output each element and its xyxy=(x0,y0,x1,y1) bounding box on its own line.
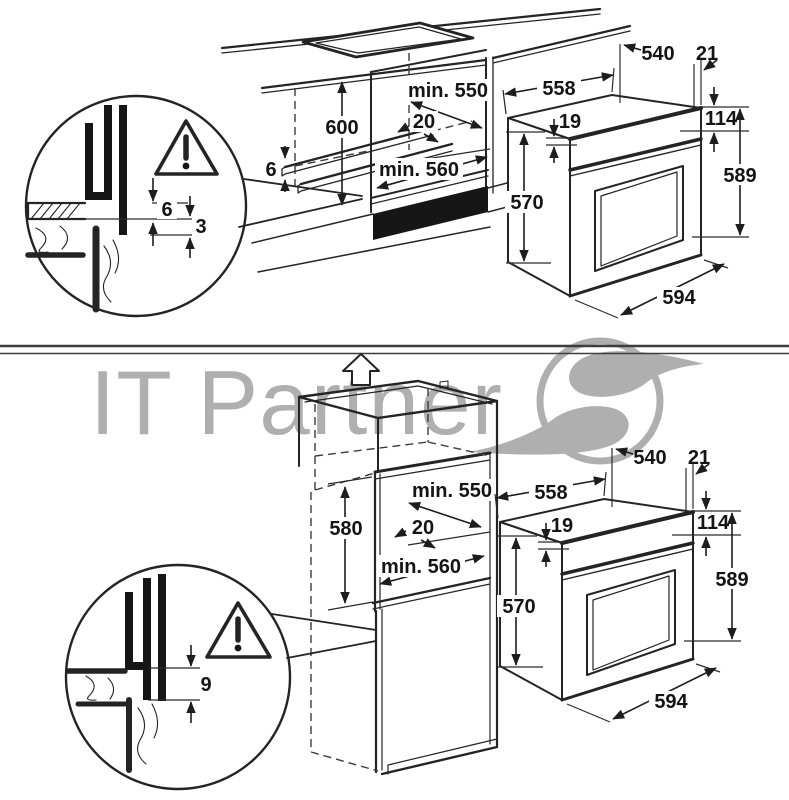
up-arrow-icon xyxy=(342,353,380,386)
tall-cabinet-drawing xyxy=(297,353,499,776)
wood-grain-texture xyxy=(35,225,120,303)
dim-callout-gap: 9 xyxy=(200,674,211,696)
watermark-text: IT Partner xyxy=(90,353,503,454)
dim-oven-top-width: 558 xyxy=(542,78,575,100)
detail-callout-top: 6 3 xyxy=(24,94,363,318)
bottom-diagram: 580 min. 550 20 min. 560 xyxy=(64,353,753,791)
dim-rear-gap: 20 xyxy=(413,111,435,133)
dim-niche-height: 600 xyxy=(325,117,358,139)
watermark: IT Partner xyxy=(90,337,704,465)
dim-oven-rear-offset: 21 xyxy=(688,447,710,469)
hob-cutout xyxy=(301,21,475,59)
dim-oven-top-depth: 540 xyxy=(641,43,674,65)
dim-depth-min: min. 550 xyxy=(412,480,492,502)
dim-base-depth-min: min. 560 xyxy=(381,556,461,578)
plinth-strip xyxy=(373,186,488,240)
dim-oven-rear-offset: 21 xyxy=(696,43,718,65)
top-diagram: 600 6 min. 550 20 min. 560 xyxy=(24,7,761,318)
dim-oven-body-height: 570 xyxy=(502,596,535,618)
oven-top: 558 540 21 19 114 589 570 594 xyxy=(503,43,761,318)
dim-base-depth-min: min. 560 xyxy=(379,159,459,181)
worktop-drawing xyxy=(220,7,632,94)
dim-callout-gap-lower: 3 xyxy=(195,216,206,238)
top-cabinet-dimensions: 600 6 min. 550 20 min. 560 xyxy=(265,79,492,206)
dim-oven-total-height: 589 xyxy=(715,569,748,591)
dim-oven-front-width: 594 xyxy=(654,691,688,713)
dim-oven-top-depth: 540 xyxy=(633,447,666,469)
dim-oven-total-height: 589 xyxy=(723,165,756,187)
swirl-logo-icon xyxy=(468,337,704,465)
dim-callout-gap-upper: 6 xyxy=(161,199,172,221)
dim-oven-panel-height: 114 xyxy=(697,512,730,534)
dim-depth-min: min. 550 xyxy=(408,80,488,102)
dim-front-gap: 6 xyxy=(265,159,276,181)
oven-bottom: 558 540 21 19 114 589 570 594 xyxy=(495,447,753,722)
detail-callout-bottom: 9 xyxy=(64,563,377,791)
dim-oven-panel-height: 114 xyxy=(705,108,738,130)
bottom-cabinet-dimensions: 580 min. 550 20 min. 560 xyxy=(325,476,496,611)
dim-oven-front-trim: 19 xyxy=(559,111,581,133)
dim-rear-gap: 20 xyxy=(412,517,434,539)
warning-triangle-icon xyxy=(205,601,272,659)
dim-niche-height: 580 xyxy=(329,518,362,540)
dim-oven-front-width: 594 xyxy=(662,287,696,309)
wood-grain-texture xyxy=(85,675,159,765)
warning-triangle-icon xyxy=(154,119,219,176)
dim-oven-body-height: 570 xyxy=(510,192,543,214)
section-divider xyxy=(0,344,789,355)
dim-oven-front-trim: 19 xyxy=(551,515,573,537)
dim-oven-top-width: 558 xyxy=(534,482,567,504)
